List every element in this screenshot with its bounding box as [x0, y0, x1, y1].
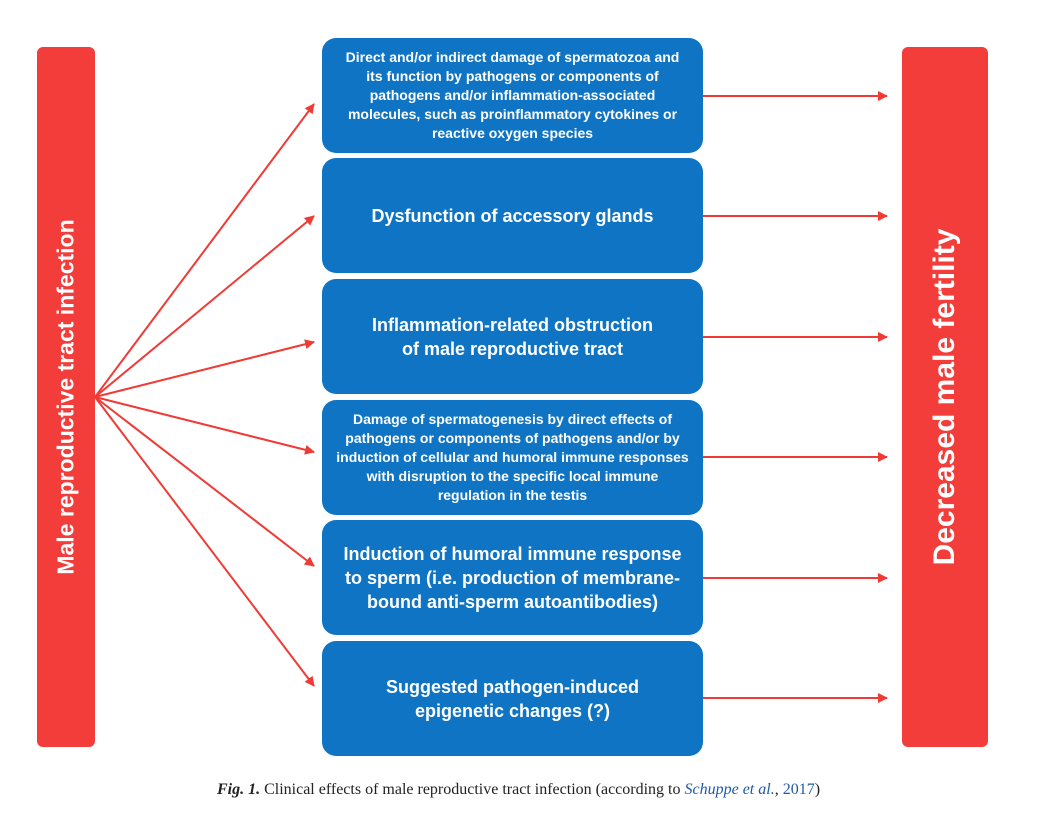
caption-label: Fig. 1. [216, 781, 261, 798]
effect-box-5: Induction of humoral immune response to … [322, 520, 703, 635]
arrow-source-to-box-2 [94, 215, 315, 398]
effect-box-1: Direct and/or indirect damage of spermat… [322, 38, 703, 153]
arrow-source-to-box-5 [94, 396, 315, 567]
arrow-source-to-box-6 [94, 396, 315, 687]
caption-ref-separator: , [774, 781, 783, 798]
effect-text-4: Damage of spermatogenesis by direct effe… [336, 411, 689, 503]
figure-caption: Fig. 1. Clinical effects of male reprodu… [0, 781, 1037, 799]
effect-box-2: Dysfunction of accessory glands [322, 158, 703, 273]
source-bar: Male reproductive tract infection [37, 47, 95, 747]
effect-box-4: Damage of spermatogenesis by direct effe… [322, 400, 703, 515]
effect-text-5: Induction of humoral immune response to … [343, 543, 682, 612]
caption-ref-year[interactable]: 2017 [782, 781, 815, 798]
arrow-source-to-box-1 [94, 103, 315, 398]
caption-close: ) [814, 781, 821, 798]
arrow-source-to-box-3 [94, 339, 315, 398]
effect-text-6: Suggested pathogen-induced epigenetic ch… [385, 676, 639, 721]
caption-text: Clinical effects of male reproductive tr… [260, 781, 685, 798]
effect-box-3: Inflammation-related obstruction of male… [322, 279, 703, 394]
caption-ref-authors[interactable]: Schuppe et al. [684, 781, 775, 798]
effect-text-3: Inflammation-related obstruction of male… [371, 314, 654, 359]
arrow-source-to-box-4 [94, 396, 315, 455]
outcome-bar: Decreased male fertility [902, 47, 988, 747]
effect-text-1: Direct and/or indirect damage of spermat… [345, 49, 680, 141]
effect-box-6: Suggested pathogen-induced epigenetic ch… [322, 641, 703, 756]
effect-text-2: Dysfunction of accessory glands [371, 205, 654, 226]
